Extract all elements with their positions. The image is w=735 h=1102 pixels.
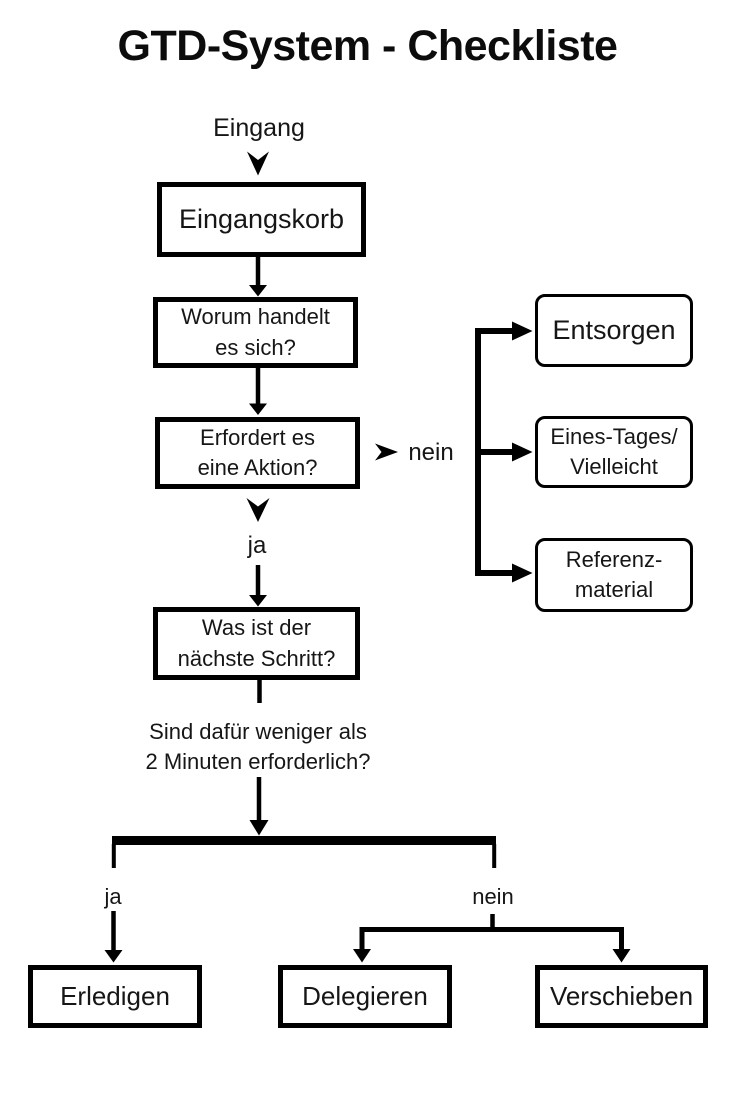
box-reference-material: Referenz- material	[535, 538, 693, 612]
arrow-entry-to-inbox-icon	[247, 151, 269, 176]
box-discard: Entsorgen	[535, 294, 693, 367]
arrow-two-minutes-to-split-icon	[249, 777, 269, 836]
label-entry: Eingang	[213, 114, 305, 142]
no-branch-connector	[475, 321, 533, 583]
arrow-inbox-to-question-icon	[249, 255, 267, 297]
box-inbox: Eingangskorb	[157, 182, 366, 257]
label-yes-main: ja	[247, 532, 267, 559]
label-yes-branch: ja	[104, 884, 122, 909]
page-title: GTD-System - Checkliste	[117, 22, 618, 70]
box-delegate: Delegieren	[278, 965, 452, 1028]
arrow-yes-to-do-icon	[104, 911, 123, 963]
split-bar	[111, 836, 497, 868]
label-no-branch: nein	[472, 884, 514, 909]
label-no-side: nein	[408, 439, 454, 466]
box-question: Worum handelt es sich?	[153, 297, 358, 368]
box-someday-maybe: Eines-Tages/ Vielleicht	[535, 416, 693, 488]
no-pointer-icon	[375, 443, 398, 461]
label-two-minutes-question: Sind dafür weniger als 2 Minuten erforde…	[145, 719, 371, 774]
arrow-action-to-yes-icon	[246, 498, 270, 522]
box-next-step: Was ist der nächste Schritt?	[153, 607, 360, 680]
no-split-connector	[353, 914, 631, 963]
arrow-yes-to-next-step-icon	[249, 565, 267, 607]
box-action-required: Erfordert es eine Aktion?	[155, 417, 360, 489]
box-defer: Verschieben	[535, 965, 708, 1028]
box-do-it: Erledigen	[28, 965, 202, 1028]
arrow-question-to-action-icon	[249, 366, 267, 415]
